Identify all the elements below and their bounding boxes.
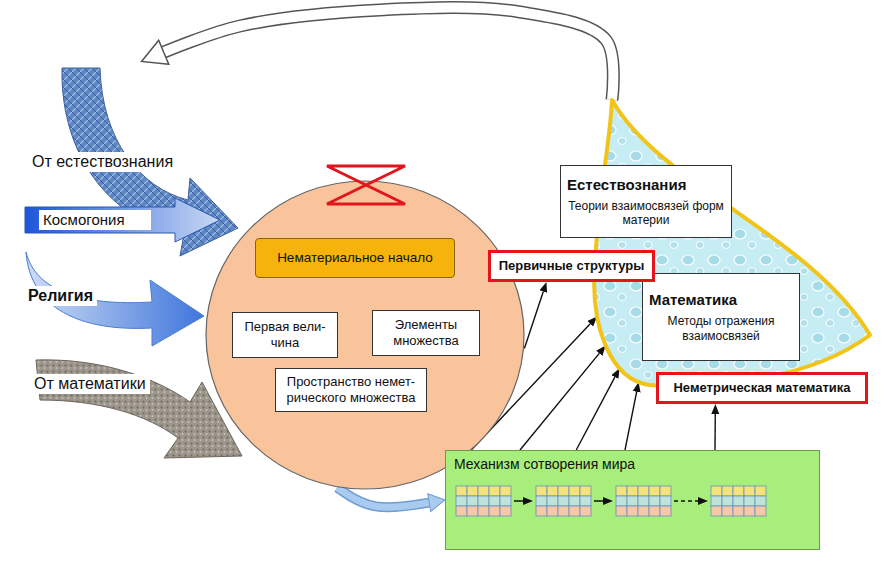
connector-arrow	[715, 414, 716, 450]
box-text: Элементы множества	[379, 317, 473, 348]
hourglass-symbol	[327, 166, 405, 204]
connector-arrow	[164, 8, 614, 100]
grid-table	[536, 486, 591, 516]
input-arrow: Религия	[22, 250, 207, 348]
step-arrow	[514, 500, 523, 502]
grid-table	[616, 486, 671, 516]
connector-arrow	[520, 353, 599, 450]
science-box: ЕстествознанияТеории взаимосвязей форм м…	[560, 165, 732, 238]
highlight-box: Первичные структуры	[488, 250, 655, 282]
arrow-label: От математики	[30, 374, 150, 394]
box-body: Теории взаимосвязей форм материи	[567, 199, 725, 228]
box-text: Первичные структуры	[499, 258, 645, 274]
box-text: Нематериальное начало	[277, 250, 433, 266]
mechanism-panel: Механизм сотворения мира	[445, 450, 820, 550]
process-box: Пространство немет- рического множества	[275, 368, 427, 412]
box-heading: Естествознания	[567, 176, 686, 194]
arrow-label: Религия	[24, 286, 97, 306]
arrow-label: Космогония	[39, 210, 151, 230]
box-heading: Математика	[649, 291, 737, 309]
arrow-label: От естествознания	[28, 152, 177, 172]
step-arrow	[594, 500, 603, 502]
grid-table	[711, 486, 766, 516]
box-text: Первая вели- чина	[239, 319, 331, 350]
connector-arrow	[337, 488, 429, 508]
panel-title: Механизм сотворения мира	[454, 456, 811, 472]
highlight-box: Неметрическая математика	[656, 372, 868, 404]
step-arrow	[674, 500, 698, 502]
drop-region: ЕстествознанияТеории взаимосвязей форм м…	[550, 95, 875, 390]
connector-arrow	[576, 377, 615, 450]
grid-table	[456, 486, 511, 516]
box-text: Неметрическая математика	[673, 380, 850, 396]
box-body: Методы отражения взаимосвязей	[649, 314, 793, 343]
process-box: Элементы множества	[372, 310, 480, 356]
process-box: Первая вели- чина	[232, 312, 338, 358]
origin-circle: Нематериальное началоПервая вели- чина Эл…	[205, 180, 525, 490]
box-text: Пространство немет- рического множества	[282, 374, 420, 405]
connector-arrow	[524, 291, 543, 348]
input-arrow: Космогония	[25, 198, 220, 242]
connector-arrow	[625, 392, 637, 450]
process-box: Нематериальное начало	[255, 238, 455, 278]
science-box: МатематикаМетоды отражения взаимосвязей	[642, 273, 800, 361]
